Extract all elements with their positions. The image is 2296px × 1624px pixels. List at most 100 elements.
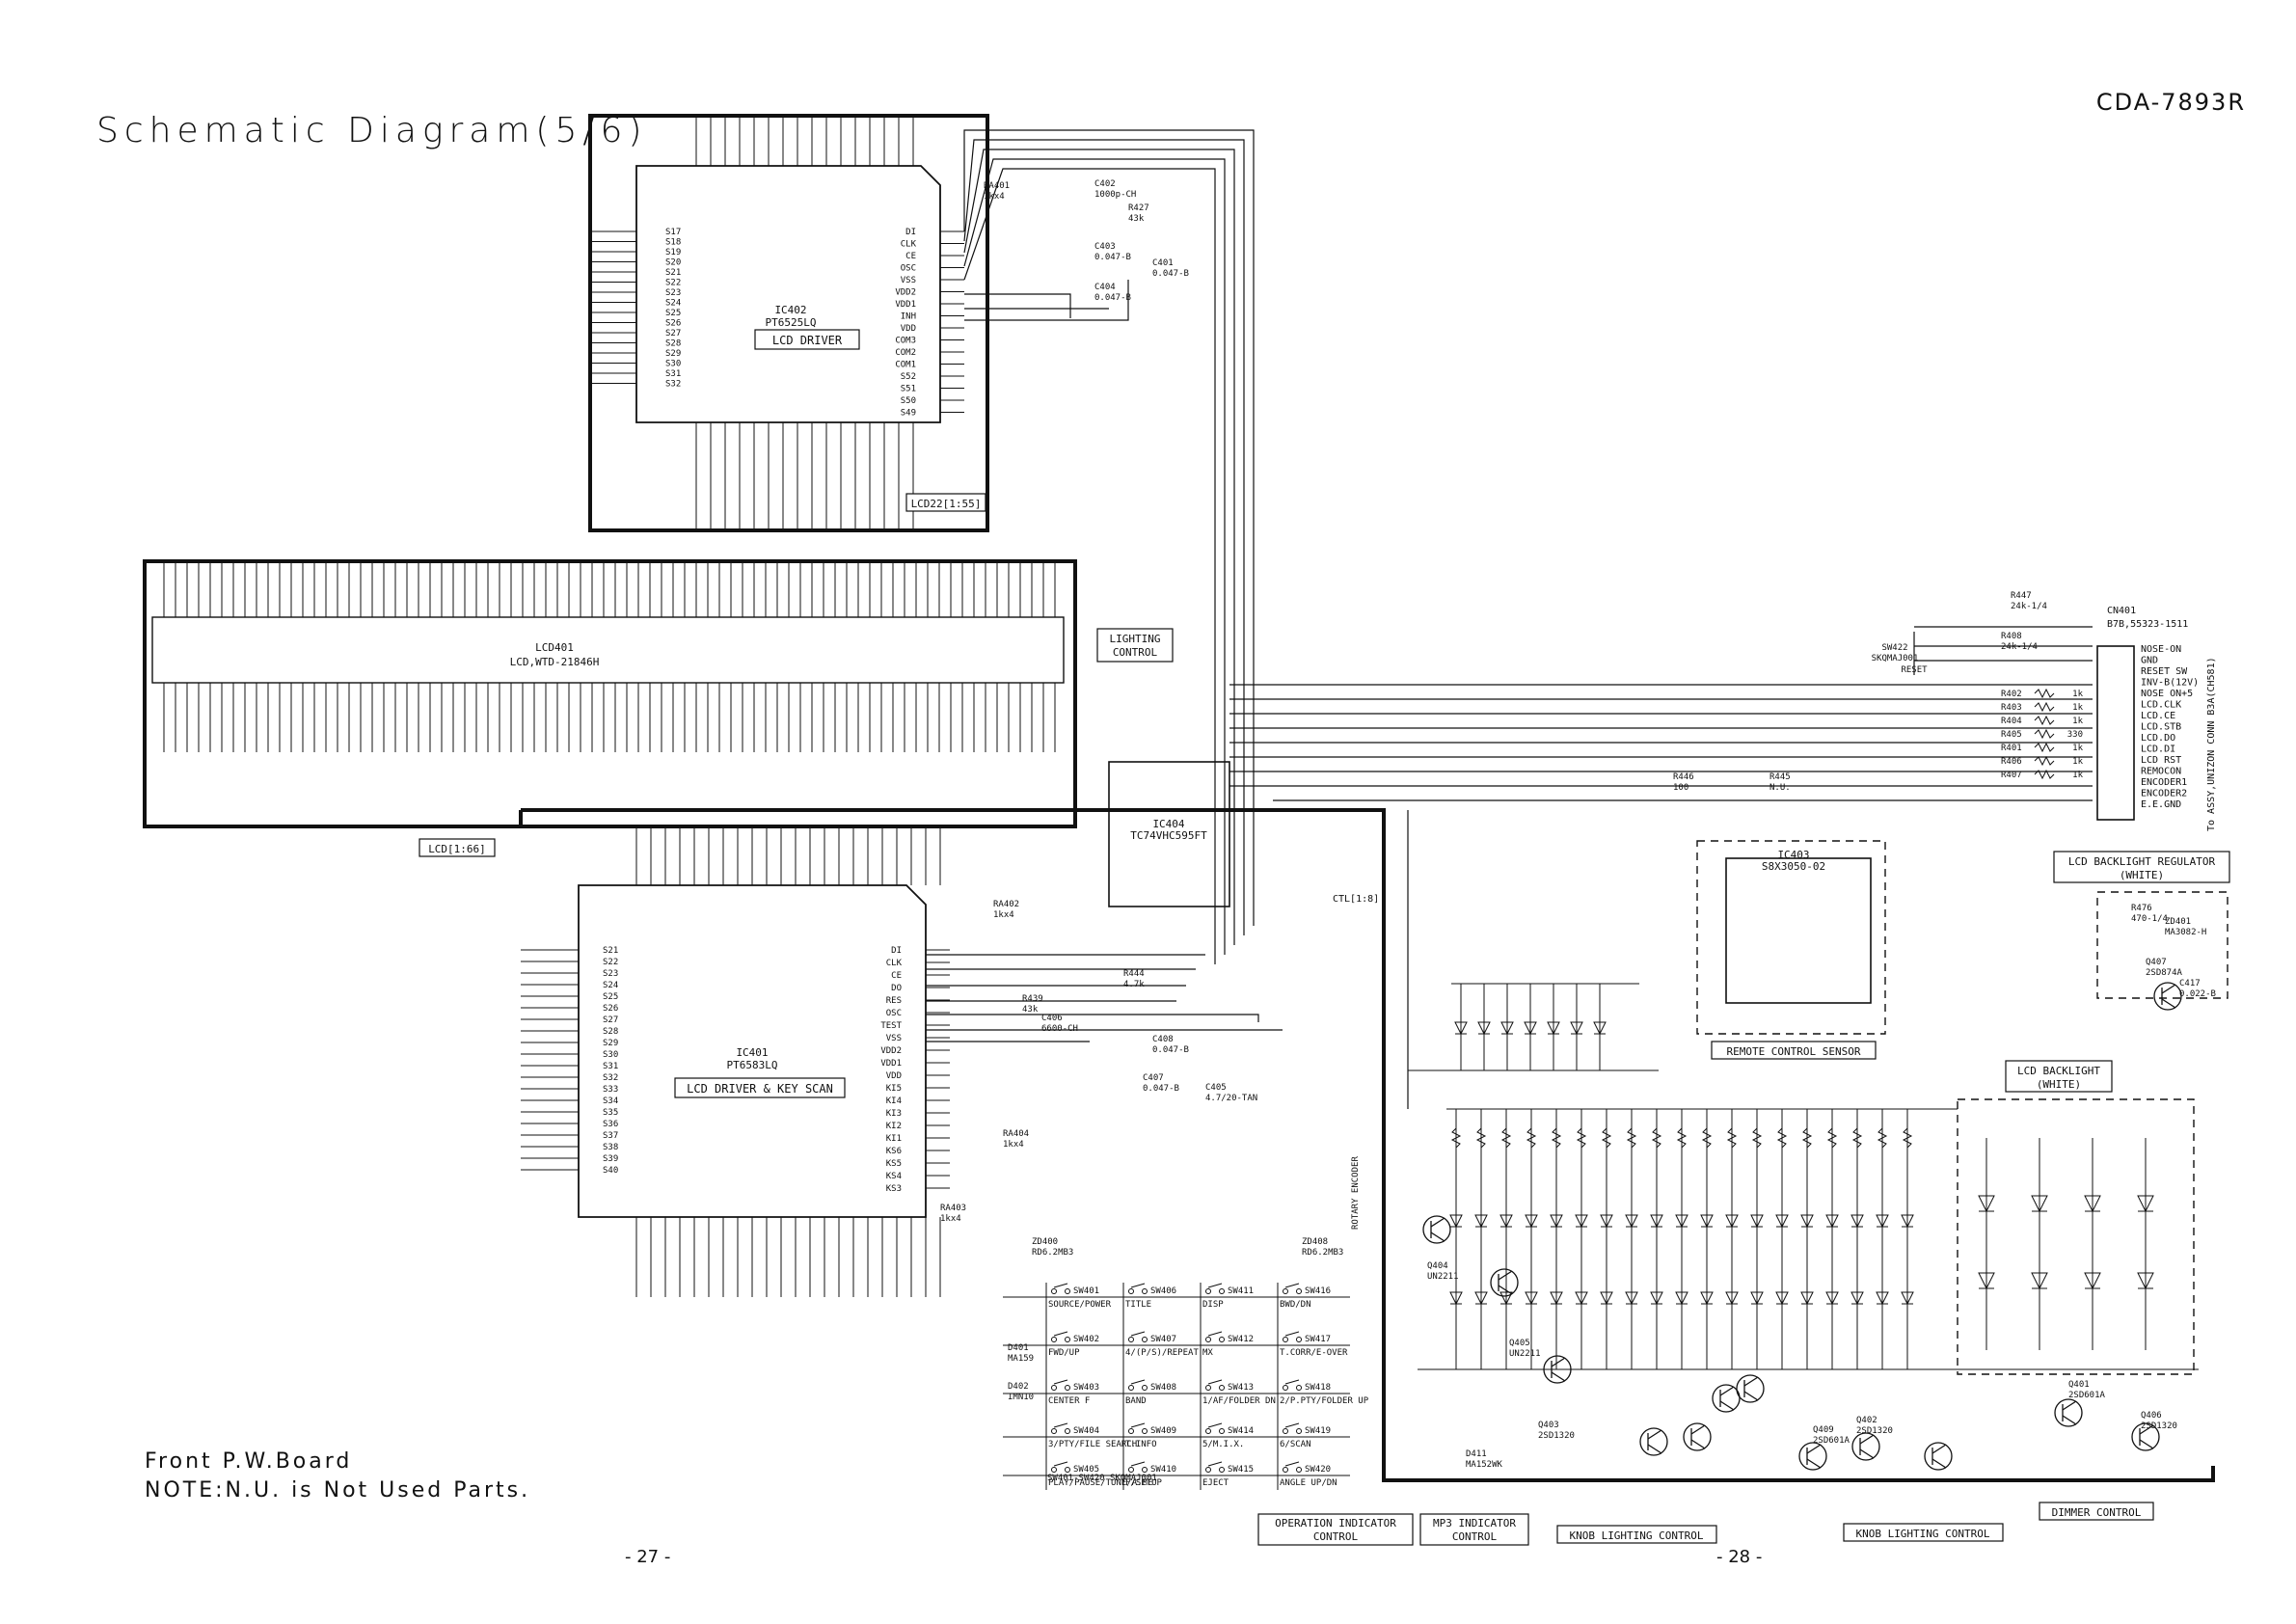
- ic401-pin-s37: S37: [603, 1131, 618, 1141]
- cn-res-ref-1: R403: [2001, 703, 2022, 713]
- part-ref-c405: C405: [1205, 1083, 1227, 1093]
- switch-ref-sw413: SW413: [1228, 1383, 1254, 1393]
- switch-ref-sw417: SW417: [1305, 1335, 1331, 1344]
- lcd401-body: [151, 616, 1065, 684]
- switch-ref-sw419: SW419: [1305, 1426, 1331, 1436]
- lcd-connector-label: LCD[1:66]: [428, 843, 486, 855]
- page-title: Schematic Diagram(5/6): [96, 111, 648, 150]
- ic402-pin-com3: COM3: [895, 337, 916, 346]
- lighting-control-label-2: CONTROL: [1113, 646, 1158, 659]
- switch-label-sw420: ANGLE UP/DN: [1280, 1478, 1337, 1488]
- part-ref-ra401: RA401: [984, 181, 1010, 191]
- ic401-pin-s26: S26: [603, 1004, 618, 1014]
- ic401-pin-ce: CE: [891, 971, 902, 981]
- transistor-4: [1683, 1422, 1712, 1451]
- cn401-signal-2: RESET SW: [2141, 666, 2188, 677]
- transistor-5: [1712, 1384, 1741, 1413]
- ic401-pin-s30: S30: [603, 1050, 618, 1060]
- ic401-left-pin-labels: S21S22S23S24S25S26S27S28S29S30S31S32S33S…: [521, 946, 618, 1176]
- ic402-pin-s20: S20: [665, 258, 681, 268]
- part-value-q409: 2SD601A: [1813, 1436, 1850, 1446]
- ic402-pin-vdd2: VDD2: [895, 288, 916, 298]
- ic401-pin-test: TEST: [880, 1021, 902, 1031]
- ic401-section-frame: [521, 808, 1386, 1109]
- cn-res-ref-4: R401: [2001, 744, 2022, 753]
- switch-label-sw407: 4/(P/S)/REPEAT: [1125, 1348, 1199, 1358]
- dimmer-control-label: DIMMER CONTROL: [2052, 1506, 2142, 1519]
- sw422-ref: SW422: [1881, 643, 1907, 653]
- backlight-regulator-label-1: LCD BACKLIGHT REGULATOR: [2068, 855, 2216, 868]
- cn401-signal-6: LCD.CE: [2141, 711, 2175, 721]
- ic401-pin-ks4: KS4: [886, 1172, 902, 1181]
- switch-label-sw401: SOURCE/POWER: [1048, 1300, 1112, 1310]
- ic403-body: [1725, 857, 1872, 1004]
- part-value-r445: N.U.: [1769, 783, 1791, 793]
- ic402-pin-s24: S24: [665, 299, 681, 309]
- ic401-pin-s40: S40: [603, 1166, 618, 1176]
- part-ref-c402: C402: [1094, 179, 1116, 189]
- part-value-zd400: RD6.2MB3: [1032, 1248, 1073, 1258]
- ic401-pin-clk: CLK: [886, 959, 903, 968]
- part-ref-ra404: RA404: [1003, 1129, 1029, 1139]
- cn401-signal-13: ENCODER2: [2141, 789, 2187, 799]
- part-value-ra402: 1kx4: [993, 910, 1014, 920]
- knob-lighting-label-1: KNOB LIGHTING CONTROL: [1569, 1529, 1703, 1542]
- part-ref-r447: R447: [2011, 591, 2032, 601]
- ic403-ref: IC403: [1777, 849, 1809, 861]
- ic401-pin-s36: S36: [603, 1120, 618, 1129]
- cn401-signal-7: LCD.STB: [2141, 722, 2181, 733]
- operation-indicator-label-1: OPERATION INDICATOR: [1275, 1517, 1396, 1529]
- ic402-pin-osc: OSC: [901, 264, 916, 274]
- part-value-c401: 0.047-B: [1152, 269, 1189, 279]
- part-value-c402: 1000p-CH: [1094, 190, 1136, 200]
- switch-ref-sw412: SW412: [1228, 1335, 1254, 1344]
- mp3-indicator-label-1: MP3 INDICATOR: [1433, 1517, 1516, 1529]
- cn-res-ref-3: R405: [2001, 730, 2022, 740]
- part-ref-q404: Q404: [1427, 1261, 1448, 1271]
- part-value-r447: 24k-1/4: [2011, 602, 2047, 611]
- ic401-pin-s22: S22: [603, 958, 618, 967]
- part-ref-c406: C406: [1041, 1014, 1063, 1023]
- part-ref-d401: D401: [1008, 1343, 1029, 1353]
- ic401-part: PT6583LQ: [727, 1059, 778, 1071]
- transistor-12: [2153, 982, 2182, 1011]
- switch-ref-sw404: SW404: [1073, 1426, 1099, 1436]
- ic402-pin-s17: S17: [665, 228, 681, 237]
- switch-ref-sw409: SW409: [1150, 1426, 1176, 1436]
- ic401-pin-ki2: KI2: [886, 1122, 902, 1131]
- cn-res-val-6: 1k: [2072, 771, 2083, 780]
- cn401-signal-1: GND: [2141, 656, 2158, 666]
- ic402-pin-s18: S18: [665, 238, 681, 248]
- part-value-r444: 4.7k: [1123, 980, 1145, 989]
- switch-label-sw408: BAND: [1125, 1396, 1147, 1406]
- switch-ref-sw403: SW403: [1073, 1383, 1099, 1393]
- transistor-0: [1422, 1215, 1451, 1244]
- ic402-pin-s51: S51: [901, 385, 916, 394]
- part-value-c408: 0.047-B: [1152, 1045, 1189, 1055]
- ic402-pin-s30: S30: [665, 360, 681, 369]
- switch-label-sw403: CENTER F: [1048, 1396, 1090, 1406]
- transistor-10: [2054, 1398, 2083, 1427]
- ic401-pin-s39: S39: [603, 1154, 618, 1164]
- part-value-r427: 43k: [1128, 214, 1145, 224]
- part-value-c403: 0.047-B: [1094, 253, 1131, 262]
- switch-matrix: [1003, 1283, 1350, 1490]
- ic402-pin-s28: S28: [665, 339, 681, 349]
- cn-res-val-4: 1k: [2072, 744, 2083, 753]
- switch-ref-sw420: SW420: [1305, 1465, 1331, 1475]
- ic401-pin-res: RES: [886, 996, 902, 1006]
- ic401-pin-s24: S24: [603, 981, 618, 990]
- cn-res-val-3: 330: [2067, 730, 2083, 740]
- cn401-signal-10: LCD RST: [2141, 755, 2181, 766]
- page-number-left: - 27 -: [625, 1547, 671, 1567]
- lcd401-part: LCD,WTD-21846H: [510, 656, 600, 668]
- switch-ref-sw410: SW410: [1150, 1465, 1176, 1475]
- part-ref-r476: R476: [2131, 904, 2152, 913]
- switch-label-sw416: BWD/DN: [1280, 1300, 1311, 1310]
- switch-label-sw411: DISP: [1202, 1300, 1224, 1310]
- transistor-9: [1924, 1442, 1953, 1471]
- ic401-pin-s25: S25: [603, 992, 618, 1002]
- rotary-encoder: ROTARY ENCODER: [1351, 1156, 1361, 1230]
- part-ref-r445: R445: [1769, 772, 1791, 782]
